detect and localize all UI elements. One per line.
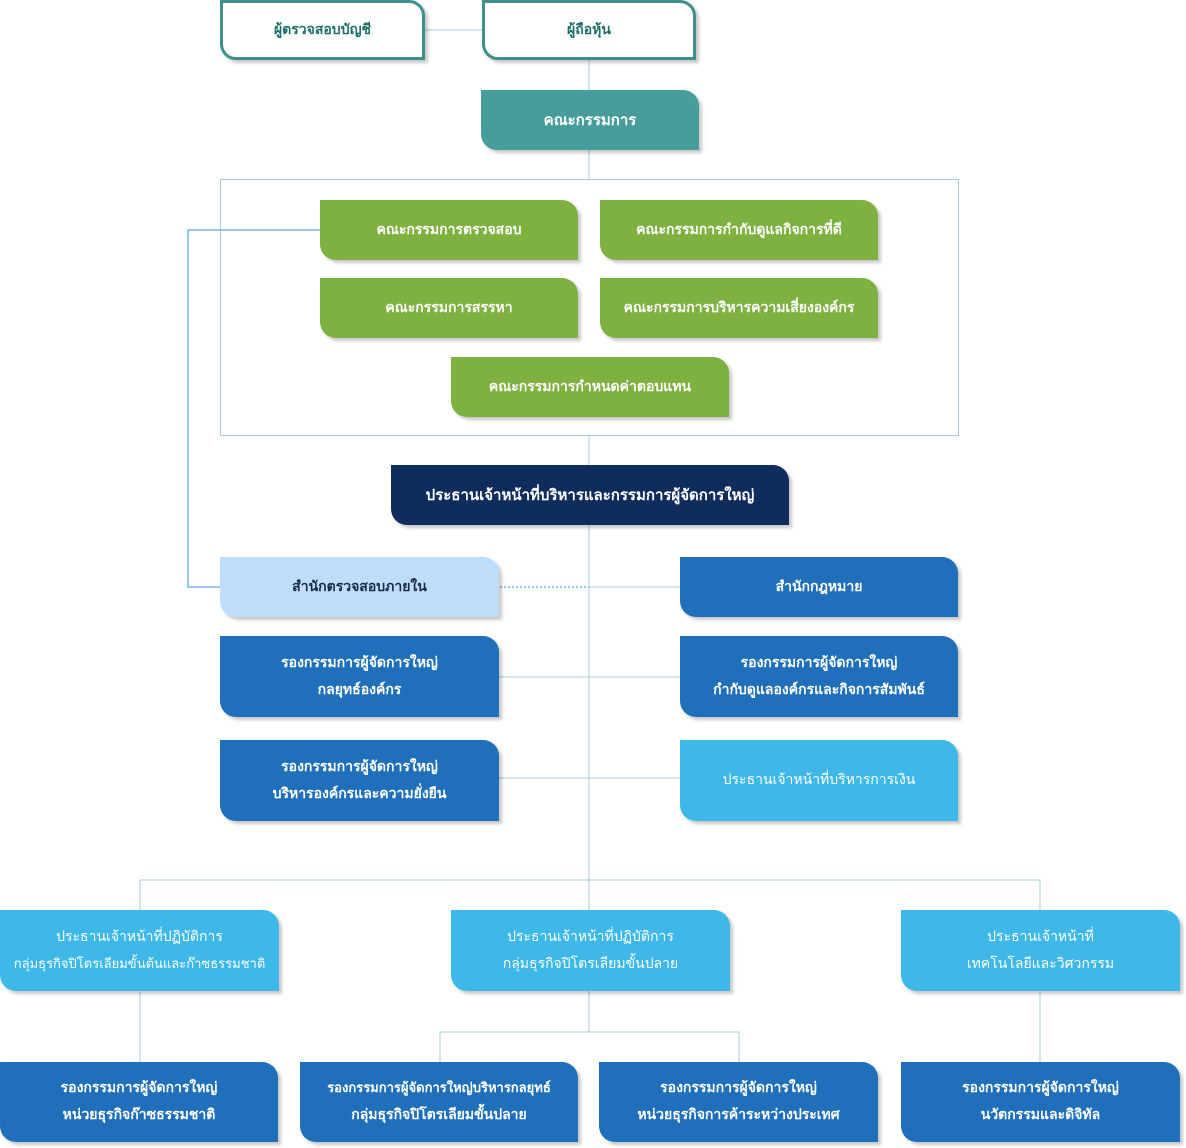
- downstream-coo-box: ประธานเจ้าหน้าที่ปฏิบัติการ กลุ่มธุรกิจป…: [451, 910, 730, 991]
- remuneration-committee-label: คณะกรรมการกำหนดค่าตอบแทน: [488, 378, 692, 395]
- technology-chief-box: ประธานเจ้าหน้าที่ เทคโนโลยีและวิศวกรรม: [901, 910, 1180, 991]
- governance-committee-label: คณะกรรมการกำกับดูแลกิจการที่ดี: [636, 221, 842, 238]
- legal-office-label: สำนักกฎหมาย: [775, 578, 863, 595]
- internal-audit-label: สำนักตรวจสอบภายใน: [292, 578, 427, 595]
- technology-chief-title: ประธานเจ้าหน้าที่: [987, 928, 1094, 945]
- technology-chief-subtitle: เทคโนโลยีและวิศวกรรม: [966, 955, 1115, 972]
- strategy-office-title: รองกรรมการผู้จัดการใหญ่: [281, 654, 438, 671]
- audit-committee-to-internal-audit-line: [187, 229, 320, 588]
- board-box: คณะกรรมการ: [481, 90, 699, 150]
- upstream-coo-title: ประธานเจ้าหน้าที่ปฏิบัติการ: [56, 928, 223, 945]
- auditor-box: ผู้ตรวจสอบบัญชี: [220, 0, 425, 60]
- risk-committee-box: คณะกรรมการบริหารความเสี่ยงองค์กร: [600, 278, 878, 338]
- corporate-governance-office-subtitle: กำกับดูแลองค์กรและกิจการสัมพันธ์: [713, 681, 925, 698]
- gas-unit-box: รองกรรมการผู้จัดการใหญ่ หน่วยธุรกิจก๊าซธ…: [0, 1062, 278, 1142]
- downstream-coo-title: ประธานเจ้าหน้าที่ปฏิบัติการ: [507, 928, 674, 945]
- strategy-office-subtitle: กลยุทธ์องค์กร: [317, 681, 402, 698]
- innovation-unit-box: รองกรรมการผู้จัดการใหญ่ นวัตกรรมและดิจิท…: [901, 1062, 1180, 1142]
- downstream-strategy-unit-subtitle: กลุ่มธุรกิจปิโตรเลียมขั้นปลาย: [351, 1107, 527, 1123]
- board-label: คณะกรรมการ: [543, 110, 637, 129]
- remuneration-committee-box: คณะกรรมการกำหนดค่าตอบแทน: [451, 357, 729, 417]
- audit-committee-label: คณะกรรมการตรวจสอบ: [376, 221, 522, 238]
- gas-unit-subtitle: หน่วยธุรกิจก๊าซธรรมชาติ: [62, 1107, 216, 1123]
- audit-committee-box: คณะกรรมการตรวจสอบ: [320, 200, 578, 260]
- internal-audit-box: สำนักตรวจสอบภายใน: [220, 557, 499, 617]
- downstream-coo-subtitle: กลุ่มธุรกิจปิโตรเลียมขั้นปลาย: [502, 955, 679, 972]
- trading-unit-subtitle: หน่วยธุรกิจการค้าระหว่างประเทศ: [637, 1107, 840, 1123]
- auditor-label: ผู้ตรวจสอบบัญชี: [273, 21, 372, 38]
- governance-committee-box: คณะกรรมการกำกับดูแลกิจการที่ดี: [600, 200, 878, 260]
- ceo-box: ประธานเจ้าหน้าที่บริหารและกรรมการผู้จัดก…: [391, 465, 789, 525]
- upstream-coo-subtitle: กลุ่มธุรกิจปิโตรเลียมขั้นต้นและก๊าซธรรมช…: [13, 956, 266, 972]
- chiefs-horizontal-connector: [139, 879, 1041, 910]
- corporate-governance-office-box: รองกรรมการผู้จัดการใหญ่ กำกับดูแลองค์กรแ…: [680, 636, 958, 717]
- sustainability-office-title: รองกรรมการผู้จัดการใหญ่: [281, 758, 438, 775]
- cfo-label: ประธานเจ้าหน้าที่บริหารการเงิน: [722, 772, 916, 788]
- sustainability-office-box: รองกรรมการผู้จัดการใหญ่ บริหารองค์กรและค…: [220, 740, 499, 821]
- upstream-coo-box: ประธานเจ้าหน้าที่ปฏิบัติการ กลุ่มธุรกิจป…: [0, 910, 279, 991]
- downstream-units-connector: [439, 1031, 740, 1062]
- legal-office-box: สำนักกฎหมาย: [680, 557, 958, 617]
- sustainability-office-subtitle: บริหารองค์กรและความยั่งยืน: [272, 785, 447, 802]
- cfo-box: ประธานเจ้าหน้าที่บริหารการเงิน: [680, 740, 958, 821]
- nomination-committee-box: คณะกรรมการสรรหา: [320, 278, 578, 338]
- strategy-office-box: รองกรรมการผู้จัดการใหญ่ กลยุทธ์องค์กร: [220, 636, 499, 717]
- downstream-strategy-unit-box: รองกรรมการผู้จัดการใหญ่บริหารกลยุทธ์ กลุ…: [300, 1062, 578, 1142]
- gas-unit-title: รองกรรมการผู้จัดการใหญ่: [60, 1080, 218, 1096]
- ceo-label: ประธานเจ้าหน้าที่บริหารและกรรมการผู้จัดก…: [425, 485, 755, 504]
- innovation-unit-title: รองกรรมการผู้จัดการใหญ่: [962, 1080, 1119, 1096]
- innovation-unit-subtitle: นวัตกรรมและดิจิทัล: [980, 1107, 1101, 1123]
- shareholders-box: ผู้ถือหุ้น: [482, 0, 696, 60]
- trading-unit-title: รองกรรมการผู้จัดการใหญ่: [660, 1080, 817, 1096]
- trading-unit-box: รองกรรมการผู้จัดการใหญ่ หน่วยธุรกิจการค้…: [599, 1062, 878, 1142]
- downstream-strategy-unit-title: รองกรรมการผู้จัดการใหญ่บริหารกลยุทธ์: [327, 1081, 551, 1096]
- nomination-committee-label: คณะกรรมการสรรหา: [385, 299, 513, 316]
- shareholders-label: ผู้ถือหุ้น: [567, 21, 611, 38]
- risk-committee-label: คณะกรรมการบริหารความเสี่ยงองค์กร: [623, 299, 855, 316]
- corporate-governance-office-title: รองกรรมการผู้จัดการใหญ่: [740, 654, 898, 671]
